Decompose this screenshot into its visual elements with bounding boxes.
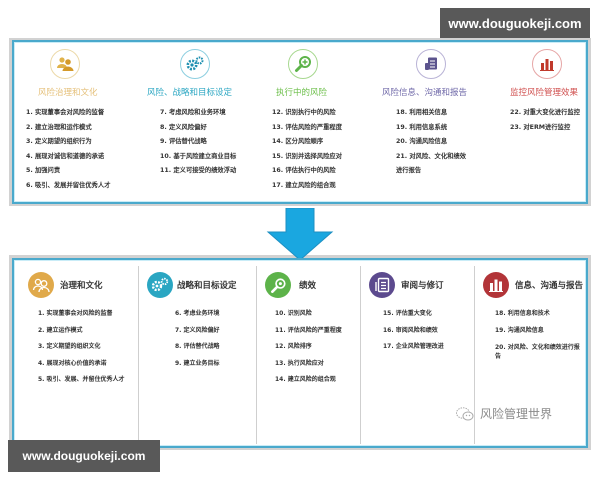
list-item: 11. 定义可接受的绩效浮动 [160, 167, 237, 174]
list-item: 23. 对ERM进行监控 [510, 123, 571, 131]
top-column-information: 风险信息、沟通和报告 18. 利用相关信息 19. 利用信息系统 20. 沟通风… [382, 42, 502, 202]
list-item: 17. 企业风险管理改进 [383, 343, 444, 350]
brand-label: 风险管理世界 [480, 407, 553, 421]
column-title: 风险、战略和目标设定 [147, 88, 233, 98]
item-list: 15. 评估重大变化 16. 审阅风险和绩效 17. 企业风险管理改进 [383, 306, 444, 356]
list-item: 4. 展现对诚信和道德的承诺 [26, 152, 105, 160]
top-column-performance: 执行中的风险 12. 识别执行中的风险 13. 评估风险的严重程度 14. 区分… [272, 42, 382, 202]
wechat-icon [456, 406, 474, 420]
document-icon [416, 49, 446, 79]
bottom-column-performance: 绩效 10. 识别风险 11. 评估风险的严重程度 12. 风险排序 13. 执… [256, 266, 358, 444]
list-item: 15. 识别并选择风险应对 [272, 152, 343, 160]
item-list: 1. 实现董事会对风险的监督 2. 建立治理和运作模式 3. 定义期望的组织行为… [26, 106, 111, 193]
magnifier-icon [265, 272, 291, 298]
bottom-column-governance: 治理和文化 1. 实现董事会对风险的监督 2. 建立运作模式 3. 定义期望的组… [14, 266, 136, 444]
list-item: 18. 利用信息和技术 [495, 310, 550, 317]
list-item: 14. 区分风险顺序 [272, 138, 324, 145]
list-item: 9. 建立业务目标 [175, 359, 220, 367]
watermark-top: www.douguokeji.com [440, 8, 590, 39]
item-list: 18. 利用信息和技术 19. 沟通风险信息 20. 对风险、文化和绩效进行报告 [495, 306, 585, 364]
top-column-governance: 风险治理和文化 1. 实现董事会对风险的监督 2. 建立治理和运作模式 3. 定… [24, 42, 142, 202]
bottom-column-review: 审阅与修订 15. 评估重大变化 16. 审阅风险和绩效 17. 企业风险管理改… [360, 266, 474, 444]
list-item: 20. 沟通风险信息 [396, 138, 448, 145]
item-list: 10. 识别风险 11. 评估风险的严重程度 12. 风险排序 13. 执行风险… [275, 306, 342, 389]
people-icon [28, 272, 54, 298]
list-item: 4. 展现对核心价值的承诺 [38, 359, 107, 367]
column-title: 审阅与修订 [401, 281, 444, 291]
list-item: 8. 定义风险偏好 [160, 123, 207, 131]
item-list: 12. 识别执行中的风险 13. 评估风险的严重程度 14. 区分风险顺序 15… [272, 106, 342, 193]
list-item: 1. 实现董事会对风险的监督 [38, 310, 113, 317]
list-item: 6. 考虑业务环境 [175, 310, 220, 317]
list-item: 2. 建立运作模式 [38, 326, 83, 334]
document-icon [369, 272, 395, 298]
item-list: 18. 利用相关信息 19. 利用信息系统 20. 沟通风险信息 21. 对风险… [396, 106, 466, 179]
list-item: 10. 识别风险 [275, 310, 312, 317]
list-item: 13. 评估风险的严重程度 [272, 123, 343, 131]
list-item: 5. 吸引、发展、并留住优秀人才 [38, 376, 125, 383]
column-title: 战略和目标设定 [177, 281, 237, 291]
top-column-strategy: 风险、战略和目标设定 7. 考虑风险和业务环境 8. 定义风险偏好 9. 评估替… [147, 42, 268, 202]
magnifier-icon [288, 49, 318, 79]
gears-icon [147, 272, 173, 298]
list-item: 16. 评估执行中的风险 [272, 167, 336, 174]
list-item: 11. 评估风险的严重程度 [275, 326, 342, 334]
list-item: 7. 定义风险偏好 [175, 326, 220, 334]
bar-chart-icon [483, 272, 509, 298]
column-title: 执行中的风险 [276, 88, 328, 98]
bottom-column-information: 信息、沟通与报告 18. 利用信息和技术 19. 沟通风险信息 20. 对风险、… [474, 266, 588, 444]
list-item: 16. 审阅风险和绩效 [383, 326, 438, 334]
watermark-bottom: www.douguokeji.com [8, 440, 160, 472]
list-item: 20. 对风险、文化和绩效进行报告 [495, 343, 580, 360]
column-title: 治理和文化 [60, 281, 103, 291]
top-framework-panel: 风险治理和文化 1. 实现董事会对风险的监督 2. 建立治理和运作模式 3. 定… [12, 40, 588, 204]
list-item: 19. 沟通风险信息 [495, 326, 544, 334]
bottom-column-strategy: 战略和目标设定 6. 考虑业务环境 7. 定义风险偏好 8. 评估替代战略 9.… [138, 266, 256, 444]
column-title: 监控风险管理效果 [510, 88, 579, 98]
list-item: 进行报告 [396, 167, 422, 174]
list-item: 8. 评估替代战略 [175, 343, 220, 350]
list-item: 5. 加强问责 [26, 167, 61, 174]
list-item: 10. 基于风险建立商业目标 [160, 152, 237, 160]
list-item: 1. 实现董事会对风险的监督 [26, 109, 105, 116]
column-title: 信息、沟通与报告 [515, 281, 584, 291]
people-icon [50, 49, 80, 79]
item-list: 1. 实现董事会对风险的监督 2. 建立运作模式 3. 定义期望的组织文化 4.… [38, 306, 125, 389]
list-item: 7. 考虑风险和业务环境 [160, 109, 226, 116]
item-list: 22. 对重大变化进行监控 23. 对ERM进行监控 [510, 106, 580, 135]
down-arrow-icon [266, 208, 334, 260]
column-title: 绩效 [299, 281, 317, 291]
top-column-monitoring: 监控风险管理效果 22. 对重大变化进行监控 23. 对ERM进行监控 [504, 42, 588, 202]
list-item: 15. 评估重大变化 [383, 310, 432, 317]
item-list: 6. 考虑业务环境 7. 定义风险偏好 8. 评估替代战略 9. 建立业务目标 [175, 306, 220, 372]
list-item: 6. 吸引、发展并留住优秀人才 [26, 181, 111, 189]
item-list: 7. 考虑风险和业务环境 8. 定义风险偏好 9. 评估替代战略 10. 基于风… [160, 106, 236, 179]
list-item: 9. 评估替代战略 [160, 138, 207, 145]
list-item: 12. 风险排序 [275, 343, 312, 350]
bar-chart-icon [532, 49, 562, 79]
gears-icon [180, 49, 210, 79]
list-item: 18. 利用相关信息 [396, 109, 448, 116]
list-item: 13. 执行风险应对 [275, 359, 324, 367]
brand-mark: 风险管理世界 [455, 405, 552, 422]
list-item: 17. 建立风险的组合观 [272, 181, 336, 189]
list-item: 3. 定义期望的组织行为 [26, 138, 92, 145]
list-item: 2. 建立治理和运作模式 [26, 123, 92, 131]
list-item: 22. 对重大变化进行监控 [510, 109, 581, 116]
list-item: 21. 对风险、文化和绩效 [396, 152, 467, 160]
bottom-framework-panel: 治理和文化 1. 实现董事会对风险的监督 2. 建立运作模式 3. 定义期望的组… [12, 258, 588, 448]
list-item: 14. 建立风险的组合观 [275, 376, 336, 383]
list-item: 19. 利用信息系统 [396, 123, 448, 131]
list-item: 12. 识别执行中的风险 [272, 109, 336, 116]
column-title: 风险信息、沟通和报告 [382, 88, 468, 98]
list-item: 3. 定义期望的组织文化 [38, 343, 101, 350]
column-title: 风险治理和文化 [38, 88, 98, 98]
